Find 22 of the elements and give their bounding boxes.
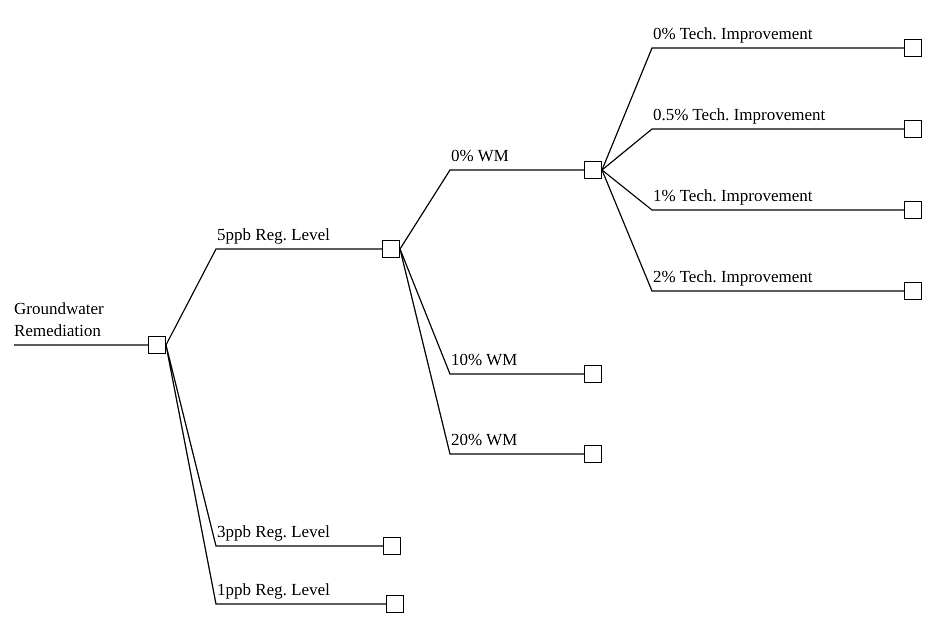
branch-line bbox=[14, 344, 148, 346]
decision-square bbox=[904, 39, 922, 57]
decision-square bbox=[584, 365, 602, 383]
decision-square bbox=[904, 120, 922, 138]
branch-line bbox=[165, 248, 382, 346]
decision-square bbox=[904, 201, 922, 219]
branch-line bbox=[601, 47, 904, 170]
branch-line bbox=[601, 170, 904, 292]
branch-line bbox=[165, 344, 386, 605]
decision-square bbox=[584, 161, 602, 179]
decision-square bbox=[382, 240, 400, 258]
branch-line bbox=[602, 128, 904, 170]
decision-square bbox=[386, 595, 404, 613]
decision-square bbox=[383, 537, 401, 555]
decision-square bbox=[148, 336, 166, 354]
branch-line bbox=[399, 169, 584, 250]
decision-square bbox=[904, 282, 922, 300]
branch-line bbox=[399, 248, 584, 375]
decision-square bbox=[584, 445, 602, 463]
branch-line bbox=[602, 170, 904, 211]
branch-line bbox=[399, 248, 584, 455]
branch-line bbox=[165, 344, 383, 547]
